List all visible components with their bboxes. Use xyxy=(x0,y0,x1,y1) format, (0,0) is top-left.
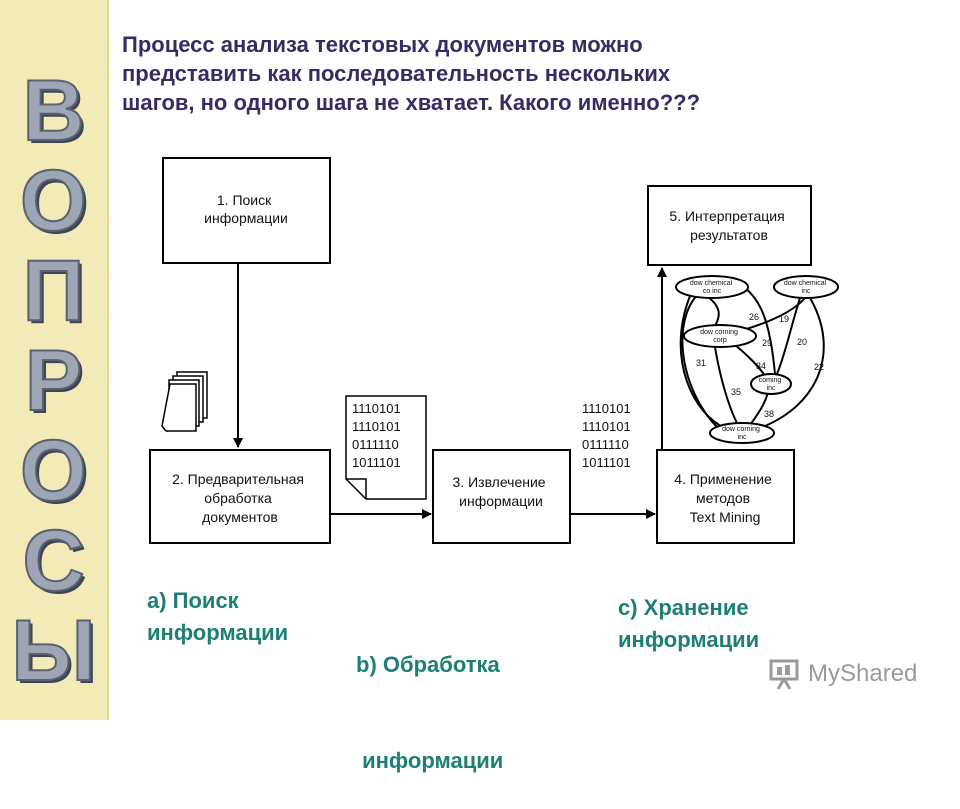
step4-box: 4. Применение методов Text Mining xyxy=(656,449,795,544)
sidebar-letter: О xyxy=(19,423,88,519)
step2-label: 2. Предварительная обработка документов xyxy=(172,471,308,525)
answer-a-line2: информации xyxy=(147,620,289,645)
step4-label: 4. Применение методов Text Mining xyxy=(674,471,775,525)
step2-box: 2. Предварительная обработка документов xyxy=(149,449,331,544)
presentation-icon xyxy=(769,659,799,690)
graph-edge-label: 34 xyxy=(756,361,766,371)
graph-edge-label: 35 xyxy=(731,387,741,397)
sidebar-title-vertical: В О П Р О С Ы xyxy=(0,63,107,699)
step3-label: 3. Извлечение информации xyxy=(453,474,550,509)
answer-a-line1: a) Поиск xyxy=(147,588,239,613)
graph-node-label: dow chemical inc xyxy=(784,280,828,295)
graph-node-label: dow corning corp xyxy=(700,329,740,344)
graph-edge xyxy=(713,340,739,426)
sidebar-letter: С xyxy=(21,513,85,609)
graph-edge xyxy=(776,297,801,375)
sidebar-letter: Р xyxy=(24,333,83,429)
sidebar-letter: О xyxy=(19,153,88,249)
question-text: Процесс анализа текстовых документов мож… xyxy=(122,30,842,117)
step5-box: 5. Интерпретация результатов xyxy=(647,185,812,266)
question-line: шагов, но одного шага не хватает. Какого… xyxy=(122,90,701,115)
step3-box: 3. Извлечение информации xyxy=(432,449,571,544)
sidebar-letter: Ы xyxy=(10,603,96,699)
graph-edge xyxy=(744,287,776,375)
graph-edge-label: 29 xyxy=(762,338,772,348)
answer-b-line1: b) Обработка xyxy=(356,652,500,677)
answer-b-line2: информации xyxy=(356,748,504,773)
step1-box: 1. Поиск информации xyxy=(162,157,331,264)
graph-node-label: dow corning inc xyxy=(722,426,762,441)
graph-edge-label: 38 xyxy=(764,409,774,419)
answer-option-a[interactable]: a) Поиск информации xyxy=(147,585,288,649)
sidebar-banner: В О П Р О С Ы xyxy=(0,0,109,720)
process-diagram: 1. Поиск информации 2. Предварительная о… xyxy=(149,157,839,544)
graph-edge xyxy=(759,297,825,429)
binary-left-text: 1110101 1110101 0111110 1011101 xyxy=(352,401,404,470)
network-graph: dow chemical co inc dow chemical inc dow… xyxy=(675,275,839,444)
watermark-text: MyShared xyxy=(808,660,918,687)
graph-edge-label: 19 xyxy=(779,314,789,324)
graph-edge-label: 20 xyxy=(797,337,807,347)
question-line: представить как последовательность неско… xyxy=(122,61,671,86)
graph-edge xyxy=(679,295,726,429)
graph-edge-label: 22 xyxy=(814,362,824,372)
binary-right-text: 1110101 1110101 0111110 1011101 xyxy=(582,401,634,470)
answer-option-b[interactable]: b) Обработка информации xyxy=(356,585,503,809)
documents-stack-icon xyxy=(161,371,208,432)
graph-edge-label: 31 xyxy=(696,358,706,368)
binary-document-icon: 1110101 1110101 0111110 1011101 xyxy=(345,395,427,500)
step1-label: 1. Поиск информации xyxy=(204,192,288,226)
sidebar-letter: П xyxy=(22,243,86,339)
graph-edge-label: 26 xyxy=(749,312,759,322)
answer-option-c[interactable]: c) Хранение информации xyxy=(618,592,759,656)
question-line: Процесс анализа текстовых документов мож… xyxy=(122,32,643,57)
graph-node-label: coming inc xyxy=(759,377,784,392)
graph-node-label: dow chemical co inc xyxy=(690,280,734,295)
step5-label: 5. Интерпретация результатов xyxy=(669,208,788,243)
answer-c-line1: c) Хранение xyxy=(618,595,749,620)
answer-c-line2: информации xyxy=(618,627,760,652)
watermark-logo: MyShared xyxy=(768,652,917,696)
sidebar-letter: В xyxy=(21,63,85,159)
